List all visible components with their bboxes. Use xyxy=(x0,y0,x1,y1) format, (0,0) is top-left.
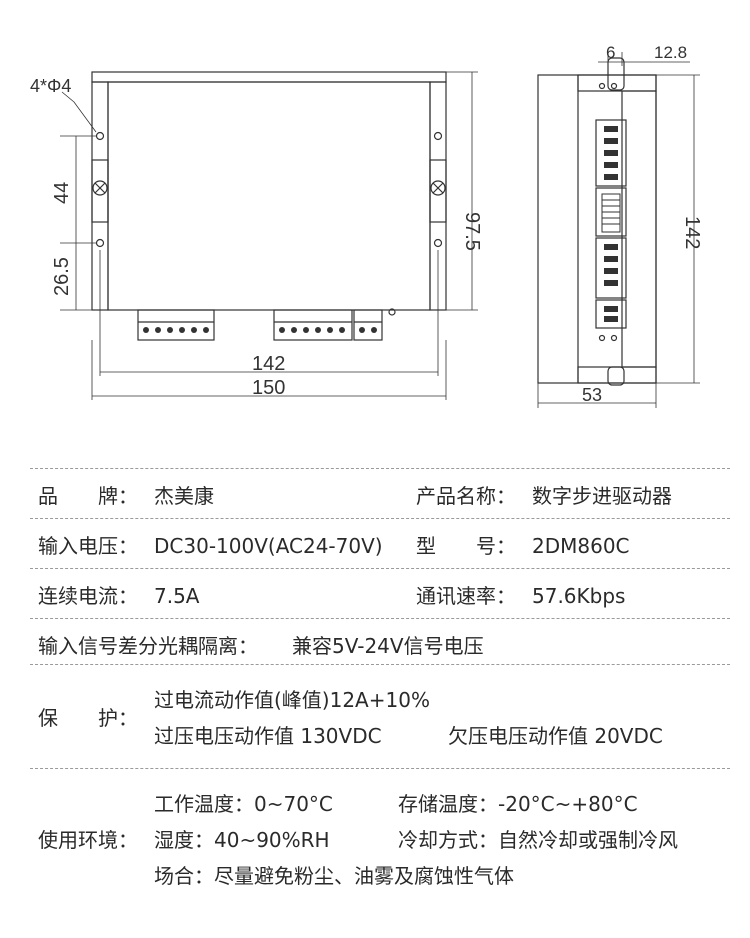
divider xyxy=(30,664,730,665)
mount-hole xyxy=(433,131,443,141)
baud-label: 通讯速率： xyxy=(416,584,516,608)
dim-44: 44 xyxy=(51,182,73,204)
env-site: 场合：尽量避免粉尘、油雾及腐蚀性气体 xyxy=(154,864,514,888)
isolation-value: 兼容5V-24V信号电压 xyxy=(292,634,484,658)
env-cooling: 冷却方式：自然冷却或强制冷风 xyxy=(398,828,678,852)
mount-hole xyxy=(433,238,443,248)
holes-label: 4*Φ4 xyxy=(30,76,71,96)
current-value: 7.5A xyxy=(154,584,200,608)
protect-overcurrent: 过电流动作值(峰值)12A+10% xyxy=(154,688,430,712)
brand-value: 杰美康 xyxy=(154,484,214,508)
env-work-temp: 工作温度：0~70°C xyxy=(154,792,333,816)
terminal-block xyxy=(273,309,353,341)
dim-12-8: 12.8 xyxy=(654,43,687,62)
product-label: 产品名称： xyxy=(416,484,516,508)
screw-icon xyxy=(430,180,446,196)
baud-value: 57.6Kbps xyxy=(532,584,626,608)
divider xyxy=(30,518,730,519)
side-connector xyxy=(595,119,627,187)
dim-142-front: 142 xyxy=(252,353,285,375)
dim-53: 53 xyxy=(582,385,602,405)
isolation-label: 输入信号差分光耦隔离： xyxy=(38,634,258,658)
dim-6: 6 xyxy=(606,43,615,62)
model-value: 2DM860C xyxy=(532,534,630,558)
side-dip-switch xyxy=(595,187,627,237)
side-connector xyxy=(595,237,627,299)
divider xyxy=(30,768,730,769)
terminal-block xyxy=(137,309,215,341)
dim-97-5: 97.5 xyxy=(461,212,483,251)
protect-undervoltage: 欠压电压动作值 20VDC xyxy=(448,724,663,748)
terminal-block xyxy=(353,309,383,341)
env-humidity: 湿度：40~90%RH xyxy=(154,828,330,852)
product-value: 数字步进驱动器 xyxy=(532,484,672,508)
model-label: 型 号： xyxy=(416,534,516,558)
dim-150: 150 xyxy=(252,377,285,399)
screw-icon xyxy=(92,180,108,196)
env-label: 使用环境： xyxy=(38,828,138,852)
divider xyxy=(30,468,730,469)
dimension-drawing: 4*Φ4 44 26.5 97.5 142 150 6 12.8 142 53 xyxy=(30,43,703,408)
side-connector xyxy=(595,299,627,329)
protect-overvoltage: 过压电压动作值 130VDC xyxy=(154,724,382,748)
protect-label: 保 护： xyxy=(38,706,138,730)
input-voltage-value: DC30-100V(AC24-70V) xyxy=(154,534,383,558)
divider xyxy=(30,568,730,569)
dim-142-side: 142 xyxy=(681,216,703,249)
input-voltage-label: 输入电压： xyxy=(38,534,138,558)
brand-label: 品 牌： xyxy=(38,484,138,508)
current-label: 连续电流： xyxy=(38,584,138,608)
dim-26-5: 26.5 xyxy=(51,257,73,296)
divider xyxy=(30,618,730,619)
env-store-temp: 存储温度：-20°C~+80°C xyxy=(398,792,638,816)
mount-hole xyxy=(95,131,105,141)
mount-hole xyxy=(95,238,105,248)
